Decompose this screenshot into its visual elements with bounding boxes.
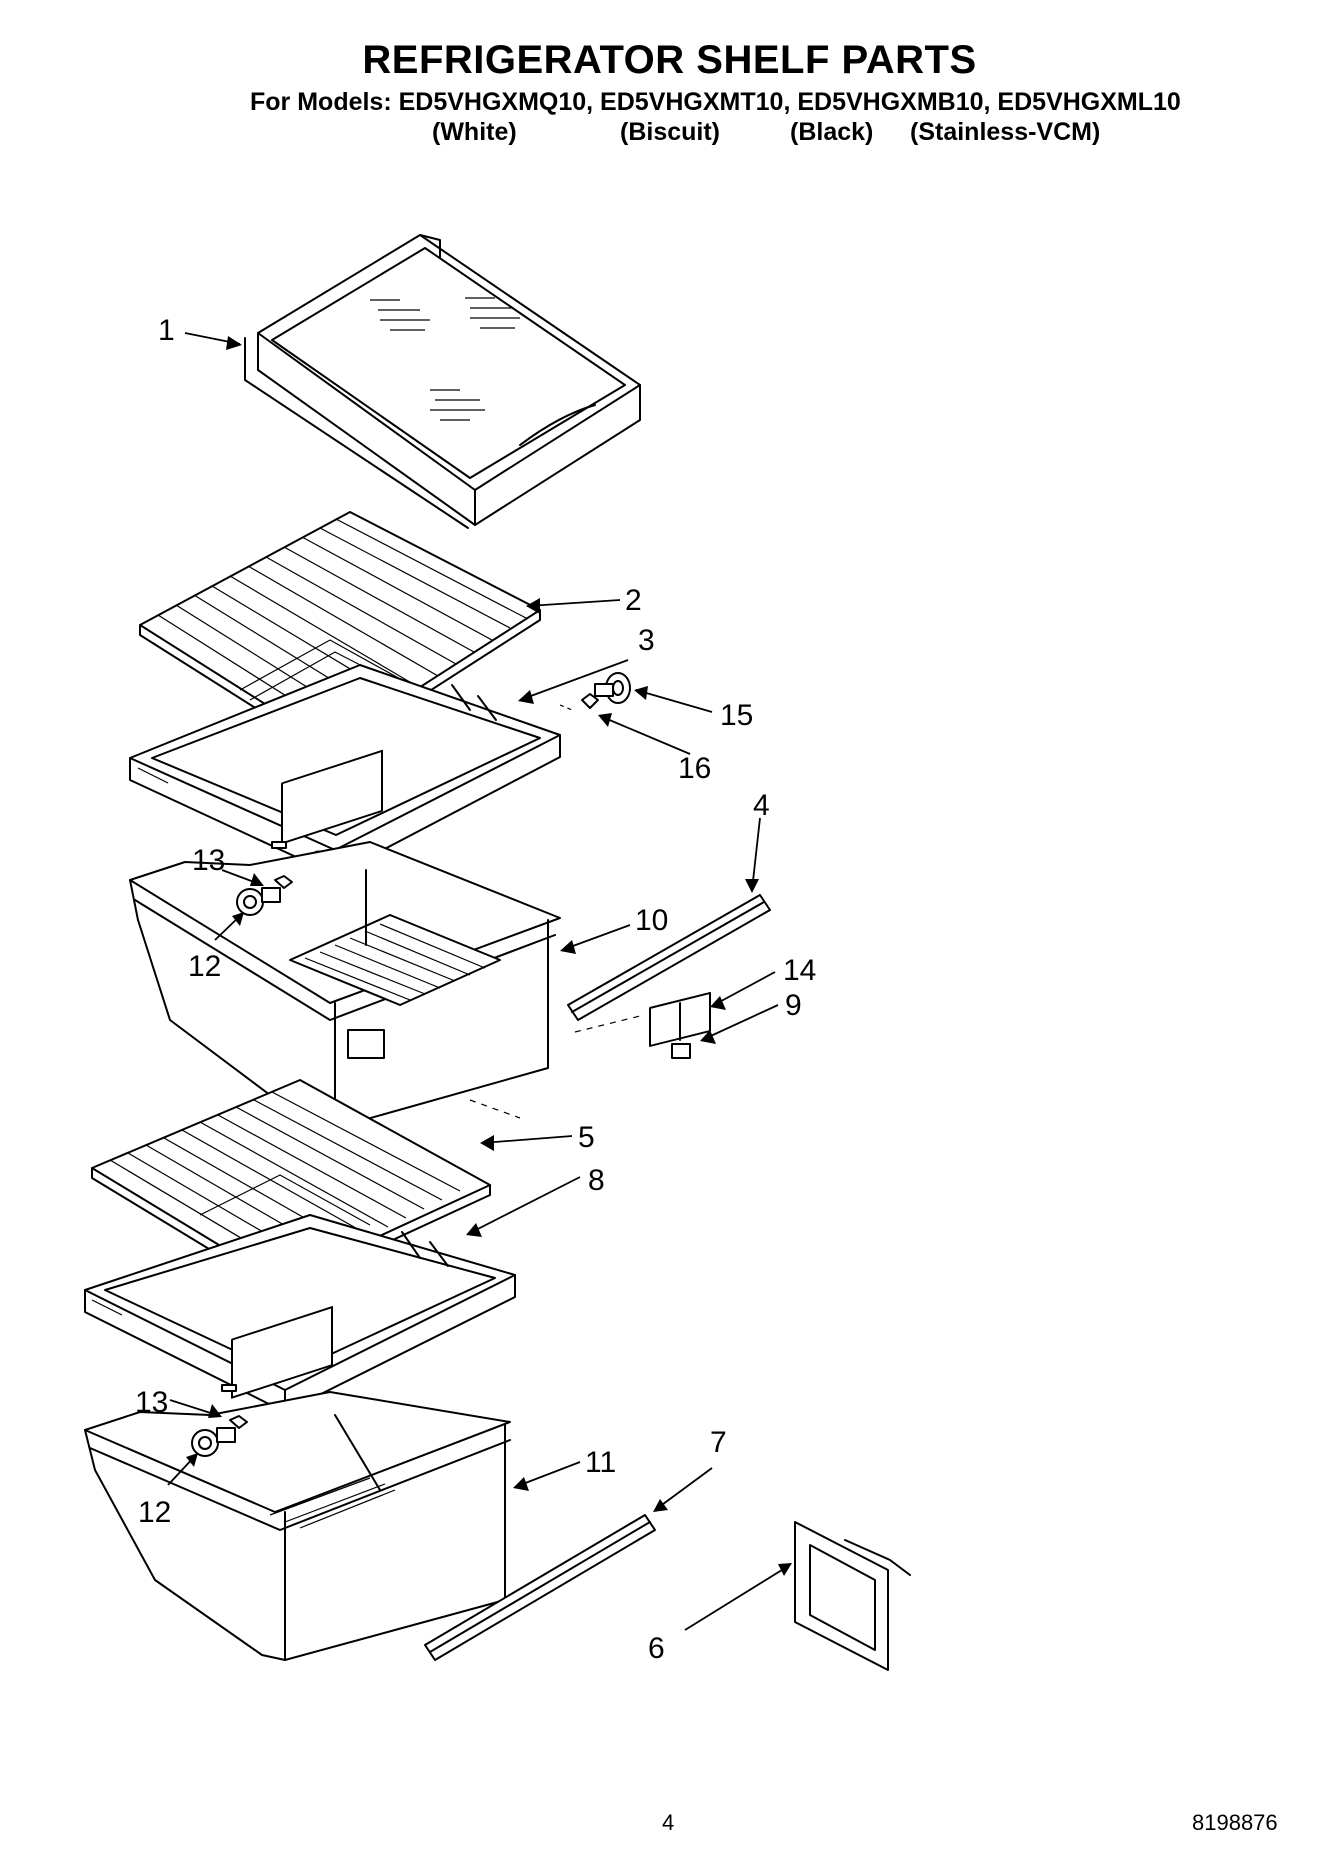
callout-14: 14 <box>783 954 816 987</box>
callout-3: 3 <box>638 624 655 657</box>
color-black: (Black) <box>790 118 874 146</box>
callout-15: 15 <box>720 699 753 732</box>
part-8-crisper-frame <box>84 1214 516 1413</box>
callout-5: 5 <box>578 1121 595 1154</box>
callout-12-upper: 12 <box>188 950 221 983</box>
callout-8: 8 <box>588 1164 605 1197</box>
color-stainless: (Stainless-VCM) <box>910 118 1101 146</box>
callout-13-upper: 13 <box>192 844 225 877</box>
callout-4: 4 <box>753 789 770 822</box>
page-title: REFRIGERATOR SHELF PARTS <box>362 38 977 82</box>
callout-9: 9 <box>785 989 802 1022</box>
color-white: (White) <box>432 118 517 146</box>
callout-1: 1 <box>158 314 175 347</box>
callout-12-lower: 12 <box>138 1496 171 1529</box>
color-biscuit: (Biscuit) <box>620 118 720 146</box>
part-10-crisper-drawer <box>129 841 561 1129</box>
part-15-16-hardware <box>559 672 631 711</box>
leader-lines <box>167 332 792 1631</box>
callout-13-lower: 13 <box>135 1386 168 1419</box>
callout-6: 6 <box>648 1632 665 1665</box>
callout-10: 10 <box>635 904 668 937</box>
part-6-bracket <box>794 1521 911 1671</box>
callout-7: 7 <box>710 1426 727 1459</box>
part-7-rail <box>424 1514 656 1661</box>
document-number: 8198876 <box>1192 1810 1278 1835</box>
page-number: 4 <box>662 1810 675 1835</box>
part-1-glass-shelf <box>244 234 641 529</box>
part-9-14-clips <box>574 991 711 1059</box>
models-line: For Models: ED5VHGXMQ10, ED5VHGXMT10, ED… <box>250 88 1181 116</box>
part-4-rail <box>567 894 771 1021</box>
callout-16: 16 <box>678 752 711 785</box>
callout-11: 11 <box>585 1446 616 1479</box>
callout-2: 2 <box>625 584 642 617</box>
